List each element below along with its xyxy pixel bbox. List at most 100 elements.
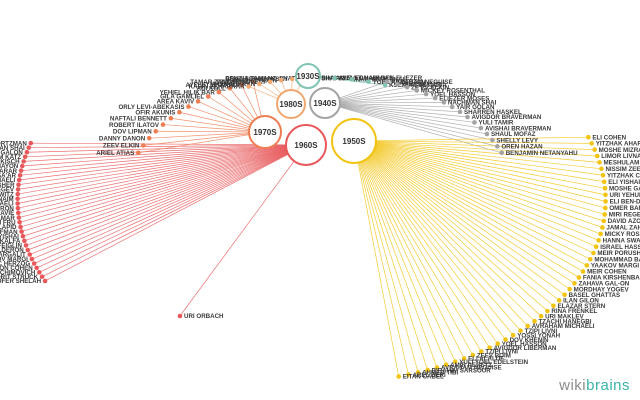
person-node[interactable]: [567, 286, 572, 292]
person-node[interactable]: [499, 150, 505, 156]
person-node[interactable]: [18, 168, 24, 173]
person-node[interactable]: [487, 345, 492, 351]
person-node[interactable]: [250, 79, 256, 84]
person-node[interactable]: [591, 250, 596, 256]
person-node[interactable]: [186, 104, 191, 109]
person-node[interactable]: [22, 238, 27, 244]
person-node[interactable]: [177, 109, 182, 115]
person-node[interactable]: [332, 75, 337, 81]
person-node[interactable]: [603, 205, 608, 211]
person-node[interactable]: [525, 323, 530, 329]
decade-hub-1930[interactable]: [295, 63, 321, 89]
person-node[interactable]: [443, 362, 449, 368]
person-node[interactable]: [21, 159, 26, 164]
person-node[interactable]: [601, 179, 607, 185]
person-node[interactable]: [267, 79, 273, 85]
person-node[interactable]: [384, 79, 390, 84]
person-node[interactable]: [37, 270, 42, 275]
person-node[interactable]: [153, 128, 159, 134]
person-node[interactable]: [15, 201, 20, 206]
person-node[interactable]: [452, 359, 458, 365]
person-node[interactable]: [597, 160, 602, 165]
person-node[interactable]: [29, 256, 35, 262]
person-node[interactable]: [518, 328, 523, 334]
person-node[interactable]: [495, 341, 501, 347]
person-node[interactable]: [596, 238, 601, 243]
person-node[interactable]: [366, 79, 371, 84]
person-node[interactable]: [503, 337, 508, 342]
person-node[interactable]: [227, 85, 233, 91]
person-node[interactable]: [556, 298, 562, 303]
person-node[interactable]: [168, 115, 174, 121]
person-node[interactable]: [349, 77, 355, 82]
person-node[interactable]: [15, 210, 21, 216]
person-node[interactable]: [603, 199, 608, 204]
person-node[interactable]: [586, 134, 591, 140]
person-node[interactable]: [598, 231, 603, 237]
person-node[interactable]: [572, 281, 577, 286]
person-node[interactable]: [31, 261, 37, 266]
person-node[interactable]: [15, 196, 20, 202]
person-node[interactable]: [425, 367, 430, 373]
person-node[interactable]: [394, 81, 400, 87]
person-node[interactable]: [15, 191, 21, 197]
person-node[interactable]: [599, 166, 604, 172]
person-node[interactable]: [19, 163, 25, 169]
person-node[interactable]: [593, 244, 599, 250]
person-node[interactable]: [146, 135, 152, 141]
person-node[interactable]: [396, 374, 402, 379]
person-node[interactable]: [479, 349, 484, 354]
person-node[interactable]: [16, 182, 21, 187]
decade-hub-1970[interactable]: [248, 115, 282, 149]
person-node[interactable]: [602, 212, 608, 217]
person-node[interactable]: [160, 122, 166, 127]
person-node[interactable]: [592, 147, 597, 152]
person-node[interactable]: [600, 172, 606, 178]
person-node[interactable]: [34, 265, 39, 271]
person-node[interactable]: [382, 82, 388, 88]
person-node[interactable]: [545, 308, 550, 314]
person-node[interactable]: [246, 84, 251, 89]
person-node[interactable]: [478, 125, 484, 131]
person-node[interactable]: [538, 313, 544, 319]
person-node[interactable]: [600, 225, 605, 230]
person-node[interactable]: [415, 370, 421, 375]
person-node[interactable]: [423, 91, 429, 97]
person-node[interactable]: [177, 313, 183, 319]
person-node[interactable]: [589, 141, 594, 146]
person-node[interactable]: [25, 247, 31, 253]
person-node[interactable]: [205, 94, 211, 99]
person-node[interactable]: [490, 137, 495, 143]
person-node[interactable]: [461, 356, 467, 361]
person-node[interactable]: [28, 140, 34, 146]
person-node[interactable]: [576, 275, 582, 280]
person-node[interactable]: [19, 229, 24, 234]
person-node[interactable]: [195, 99, 201, 104]
person-node[interactable]: [495, 144, 500, 149]
person-node[interactable]: [18, 224, 23, 230]
person-node[interactable]: [580, 269, 586, 274]
person-node[interactable]: [23, 243, 29, 248]
person-node[interactable]: [434, 365, 440, 370]
person-node[interactable]: [256, 81, 262, 87]
person-node[interactable]: [135, 150, 141, 156]
person-node[interactable]: [24, 149, 30, 155]
person-node[interactable]: [15, 187, 21, 192]
person-node[interactable]: [16, 215, 22, 220]
person-node[interactable]: [432, 95, 438, 101]
person-node[interactable]: [603, 192, 608, 198]
decade-hub-1960[interactable]: [285, 124, 327, 166]
person-node[interactable]: [484, 131, 490, 137]
decade-hub-1980[interactable]: [276, 89, 306, 119]
person-node[interactable]: [278, 77, 284, 83]
person-node[interactable]: [238, 82, 244, 87]
person-node[interactable]: [594, 153, 600, 159]
person-node[interactable]: [562, 292, 567, 298]
person-node[interactable]: [39, 274, 45, 279]
person-node[interactable]: [17, 173, 23, 178]
person-node[interactable]: [404, 84, 410, 90]
person-node[interactable]: [22, 154, 28, 160]
person-node[interactable]: [27, 252, 33, 257]
person-node[interactable]: [602, 186, 608, 191]
person-node[interactable]: [141, 143, 146, 148]
